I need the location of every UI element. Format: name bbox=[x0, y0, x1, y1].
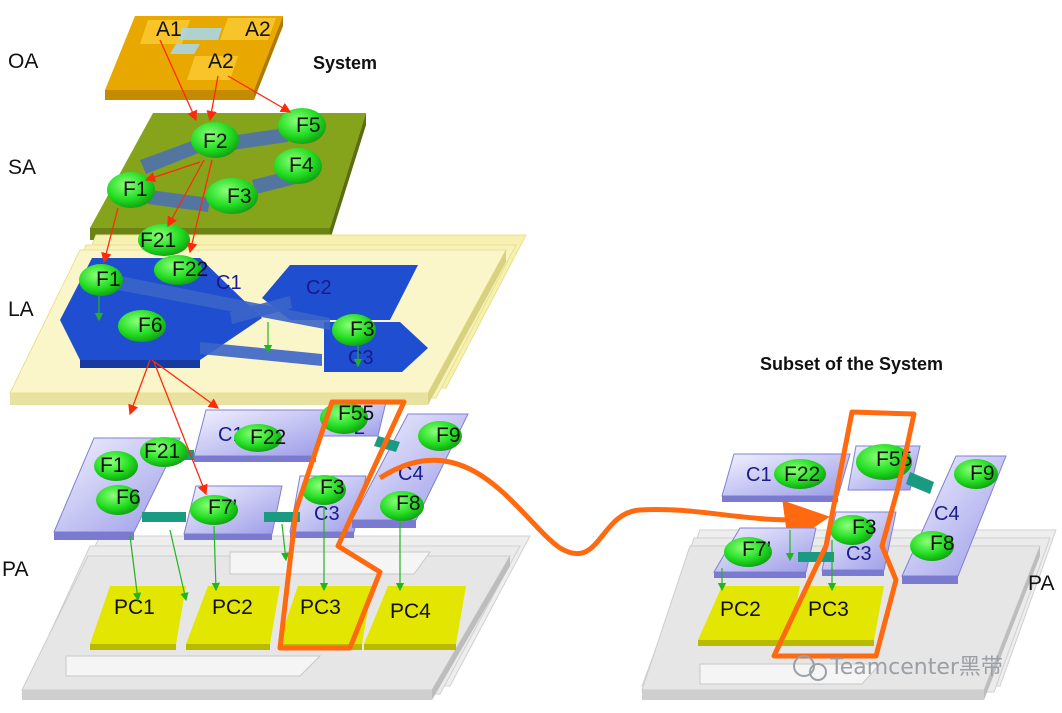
pa-func-f55: F55 bbox=[338, 402, 374, 425]
subset-node-pc2: PC2 bbox=[720, 598, 761, 621]
sa-func-f5: F5 bbox=[296, 114, 321, 137]
pa-func-f1: F1 bbox=[100, 454, 125, 477]
subset-node-pc3: PC3 bbox=[808, 598, 849, 621]
trace-arrows bbox=[101, 39, 292, 496]
subset-comp-c1: C1 bbox=[746, 464, 772, 486]
sa-func-f1: F1 bbox=[123, 178, 148, 201]
oa-node-a2: A2 bbox=[208, 50, 234, 73]
allocation-arrows bbox=[94, 296, 405, 602]
subset-allocation-arrows bbox=[717, 530, 837, 592]
subset-arrow bbox=[378, 457, 830, 557]
subset-func-f3: F3 bbox=[852, 516, 877, 539]
subset-highlight-left bbox=[277, 399, 407, 651]
pa-func-f3: F3 bbox=[320, 476, 345, 499]
subset-comp-c4: C4 bbox=[934, 503, 960, 525]
pa-layer: PC1 PC2 PC3 PC4 bbox=[21, 535, 531, 700]
la-comp-c1: C1 bbox=[216, 272, 242, 294]
sa-functions: F2 F5 F4 F1 F3 bbox=[107, 108, 326, 214]
pa-functions: F22 F55 F9 F21 F1 F6 F7’ F3 F8 bbox=[94, 402, 462, 525]
pa-func-f21: F21 bbox=[144, 440, 180, 463]
sa-func-f2: F2 bbox=[203, 130, 228, 153]
pa-node-pc3: PC3 bbox=[300, 596, 341, 619]
la-comp-c2: C2 bbox=[306, 277, 332, 299]
pa-comp-c4: C4 bbox=[398, 463, 424, 485]
subset-layer-label-pa: PA bbox=[1028, 572, 1054, 595]
watermark-text: Teamcenter黑带 bbox=[829, 655, 1003, 680]
subset-func-f22: F22 bbox=[784, 463, 820, 486]
subset-title: Subset of the System bbox=[760, 354, 943, 374]
subset-highlight-right bbox=[771, 409, 917, 659]
pa-func-f22: F22 bbox=[250, 426, 286, 449]
layer-label-oa: OA bbox=[8, 50, 38, 73]
pa-node-pc1: PC1 bbox=[114, 596, 155, 619]
oa-node-a1: A1 bbox=[156, 18, 182, 41]
pa-func-f6: F6 bbox=[116, 486, 141, 509]
subset-func-f7: F7’ bbox=[742, 538, 771, 561]
la-func-f22: F22 bbox=[172, 258, 208, 281]
la-comp-c3: C3 bbox=[348, 347, 374, 369]
oa-layer: A1 A2 A2 bbox=[105, 16, 283, 100]
watermark: Teamcenter黑带 bbox=[793, 655, 1003, 681]
subset-comp-c3: C3 bbox=[846, 543, 872, 565]
subset-func-f9: F9 bbox=[970, 462, 995, 485]
layer-label-sa: SA bbox=[8, 156, 36, 179]
la-func-f3: F3 bbox=[350, 318, 375, 341]
la-func-f1: F1 bbox=[96, 268, 121, 291]
pa-func-f8: F8 bbox=[396, 492, 421, 515]
layer-label-pa: PA bbox=[2, 558, 28, 581]
la-func-f6: F6 bbox=[138, 314, 163, 337]
sa-func-f3: F3 bbox=[227, 185, 252, 208]
la-functions: F21 F22 F1 F6 F3 bbox=[79, 224, 376, 346]
pa-func-f7: F7’ bbox=[208, 496, 237, 519]
pa-comp-c3: C3 bbox=[314, 503, 340, 525]
layer-label-la: LA bbox=[8, 298, 34, 321]
la-func-f21: F21 bbox=[140, 229, 176, 252]
pa-func-f9: F9 bbox=[436, 424, 461, 447]
pa-node-pc2: PC2 bbox=[212, 596, 253, 619]
pa-node-pc4: PC4 bbox=[390, 600, 431, 623]
sa-func-f4: F4 bbox=[289, 154, 314, 177]
subset-func-f8: F8 bbox=[930, 532, 955, 555]
subset-functions: F22 F55 F9 F7’ F3 F8 bbox=[724, 444, 998, 567]
oa-node-a2-top: A2 bbox=[245, 18, 271, 41]
la-layer: C1 C2 C3 bbox=[9, 234, 527, 405]
system-title: System bbox=[313, 53, 377, 73]
